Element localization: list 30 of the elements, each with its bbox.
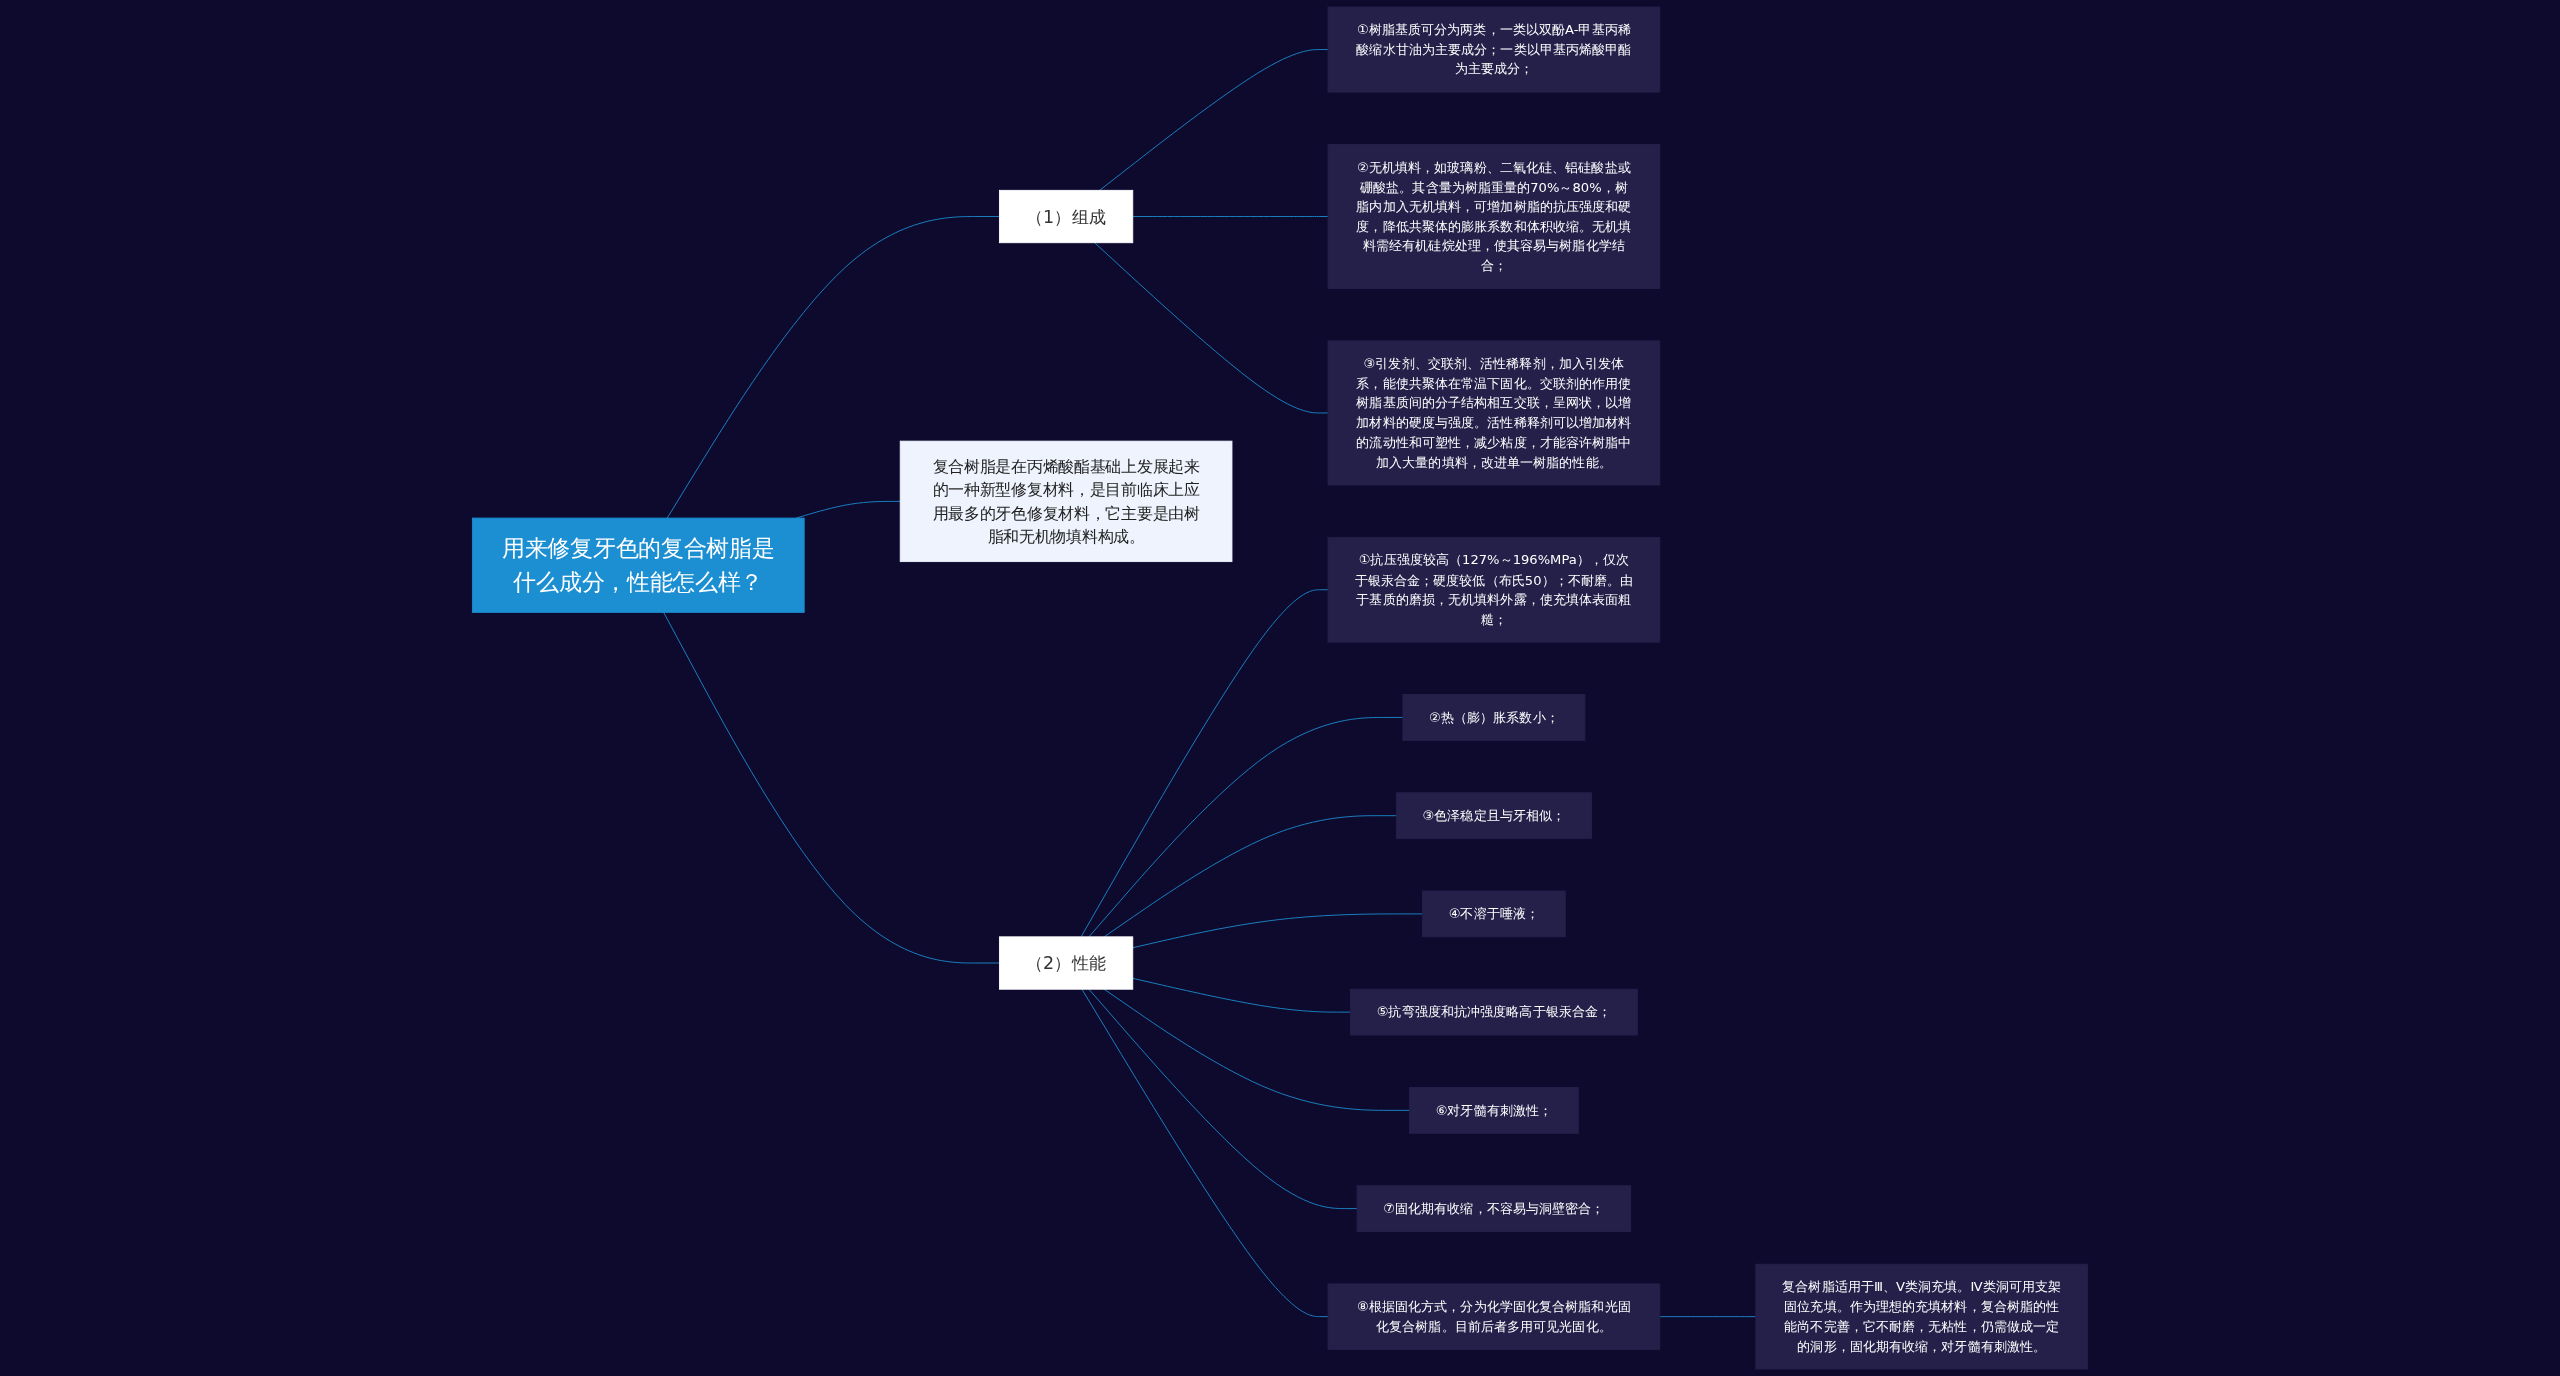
node-box: （2）性能 bbox=[999, 936, 1134, 990]
connector bbox=[1099, 49, 1329, 191]
connector bbox=[1132, 977, 1351, 1013]
connector bbox=[1132, 216, 1329, 217]
node-box: 用来修复牙色的复合树脂是什么成分，性能怎么样？ bbox=[471, 517, 805, 613]
node-box: ③引发剂、交联剂、活性稀释剂，加入引发体系，能使共聚体在常温下固化。交联剂的作用使树脂基质间的分子结构相互交联，呈网状，以增加材料的硬度与强度。活性稀释剂可以增加材料的流动性和可塑性，减少粘度，才能容许树脂中加入大量的填料，改进单一树脂的性能。 bbox=[1327, 340, 1661, 486]
node-box: ④不溶于唾液； bbox=[1422, 890, 1566, 938]
connector bbox=[1080, 589, 1329, 938]
connector bbox=[666, 216, 1000, 519]
connector bbox=[1088, 988, 1358, 1209]
node-box: ⑦固化期有收缩，不容易与洞壁密合； bbox=[1356, 1185, 1632, 1232]
node-box: ⑧根据固化方式，分为化学固化复合树脂和光固化复合树脂。目前后者多用可见光固化。 bbox=[1327, 1283, 1661, 1350]
node-box: （1）组成 bbox=[999, 189, 1134, 244]
node-box: ⑥对牙髓有刺激性； bbox=[1409, 1087, 1579, 1134]
connector bbox=[1659, 1316, 1757, 1318]
connector bbox=[1103, 988, 1410, 1111]
node-box: ①抗压强度较高（127%～196%MPa），仅次于银汞合金；硬度较低（布氏50）；不耐磨。由于基质的磨损，无机填料外露，使充填体表面粗糙； bbox=[1327, 536, 1661, 643]
node-box: ②热（膨）胀系数小； bbox=[1402, 694, 1586, 741]
node-box: ①树脂基质可分为两类，一类以双酚A-甲基丙稀酸缩水甘油为主要成分；一类以甲基丙烯酸甲酯为主要成分； bbox=[1327, 6, 1661, 93]
connector bbox=[1094, 242, 1329, 414]
node-box: ③色泽稳定且与牙相似； bbox=[1395, 792, 1592, 840]
connector bbox=[663, 611, 1000, 964]
node-box: ⑤抗弯强度和抗冲强度略高于银汞合金； bbox=[1350, 988, 1638, 1036]
connector bbox=[1103, 815, 1397, 938]
node-box: 复合树脂是在丙烯酸酯基础上发展起来的一种新型修复材料，是目前临床上应用最多的牙色修复材料，它主要是由树脂和无机物填料构成。 bbox=[899, 440, 1233, 563]
node-box: 复合树脂适用于Ⅲ、Ⅴ类洞充填。Ⅳ类洞可用支架固位充填。作为理想的充填材料，复合树脂的性能尚不完善，它不耐磨，无粘性，仍需做成一定的洞形，固化期有收缩，对牙髓有刺激性。 bbox=[1755, 1263, 2089, 1370]
connector bbox=[1132, 913, 1423, 949]
node-box: ②无机填料，如玻璃粉、二氧化硅、铝硅酸盐或硼酸盐。其含量为树脂重量的70%～80%，树脂内加入无机填料，可增加树脂的抗压强度和硬度，降低共聚体的膨胀系数和体积收缩。无机填料需经有机硅烷处理，使其容易与树脂化学结合； bbox=[1327, 144, 1661, 289]
connector bbox=[1081, 988, 1329, 1318]
connector bbox=[1088, 717, 1404, 938]
